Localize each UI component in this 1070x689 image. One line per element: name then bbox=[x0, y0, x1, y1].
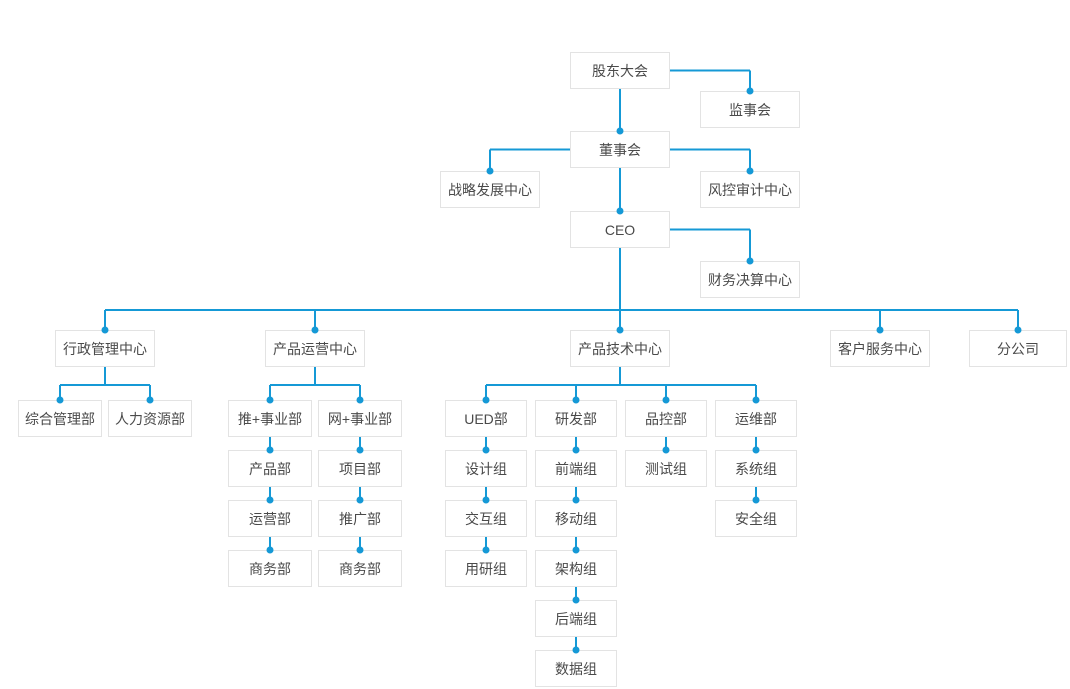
org-node-security[interactable]: 安全组 bbox=[715, 500, 797, 537]
org-node-tui-division[interactable]: 推+事业部 bbox=[228, 400, 312, 437]
org-node-system[interactable]: 系统组 bbox=[715, 450, 797, 487]
org-node-design[interactable]: 设计组 bbox=[445, 450, 527, 487]
org-node-finance[interactable]: 财务决算中心 bbox=[700, 261, 800, 298]
org-node-interaction[interactable]: 交互组 bbox=[445, 500, 527, 537]
org-node-ops-center[interactable]: 产品运营中心 bbox=[265, 330, 365, 367]
org-node-promotion[interactable]: 推广部 bbox=[318, 500, 402, 537]
org-node-risk-audit[interactable]: 风控审计中心 bbox=[700, 171, 800, 208]
org-node-testing[interactable]: 测试组 bbox=[625, 450, 707, 487]
org-node-branch-company[interactable]: 分公司 bbox=[969, 330, 1067, 367]
org-node-operation[interactable]: 运营部 bbox=[228, 500, 312, 537]
org-node-strategy[interactable]: 战略发展中心 bbox=[440, 171, 540, 208]
org-node-qc[interactable]: 品控部 bbox=[625, 400, 707, 437]
org-node-supervisory[interactable]: 监事会 bbox=[700, 91, 800, 128]
org-node-hr[interactable]: 人力资源部 bbox=[108, 400, 192, 437]
org-node-ued[interactable]: UED部 bbox=[445, 400, 527, 437]
org-node-wang-division[interactable]: 网+事业部 bbox=[318, 400, 402, 437]
org-node-admin-center[interactable]: 行政管理中心 bbox=[55, 330, 155, 367]
org-node-product[interactable]: 产品部 bbox=[228, 450, 312, 487]
org-node-architecture[interactable]: 架构组 bbox=[535, 550, 617, 587]
org-node-data-group[interactable]: 数据组 bbox=[535, 650, 617, 687]
org-node-tech-center[interactable]: 产品技术中心 bbox=[570, 330, 670, 367]
org-node-business-1[interactable]: 商务部 bbox=[228, 550, 312, 587]
org-node-business-2[interactable]: 商务部 bbox=[318, 550, 402, 587]
org-node-user-research[interactable]: 用研组 bbox=[445, 550, 527, 587]
org-node-board[interactable]: 董事会 bbox=[570, 131, 670, 168]
org-node-rnd[interactable]: 研发部 bbox=[535, 400, 617, 437]
org-node-om[interactable]: 运维部 bbox=[715, 400, 797, 437]
org-node-ceo[interactable]: CEO bbox=[570, 211, 670, 248]
org-node-frontend[interactable]: 前端组 bbox=[535, 450, 617, 487]
org-node-backend[interactable]: 后端组 bbox=[535, 600, 617, 637]
org-node-project[interactable]: 项目部 bbox=[318, 450, 402, 487]
org-node-general-admin[interactable]: 综合管理部 bbox=[18, 400, 102, 437]
org-node-service-center[interactable]: 客户服务中心 bbox=[830, 330, 930, 367]
org-node-mobile[interactable]: 移动组 bbox=[535, 500, 617, 537]
org-node-shareholders[interactable]: 股东大会 bbox=[570, 52, 670, 89]
